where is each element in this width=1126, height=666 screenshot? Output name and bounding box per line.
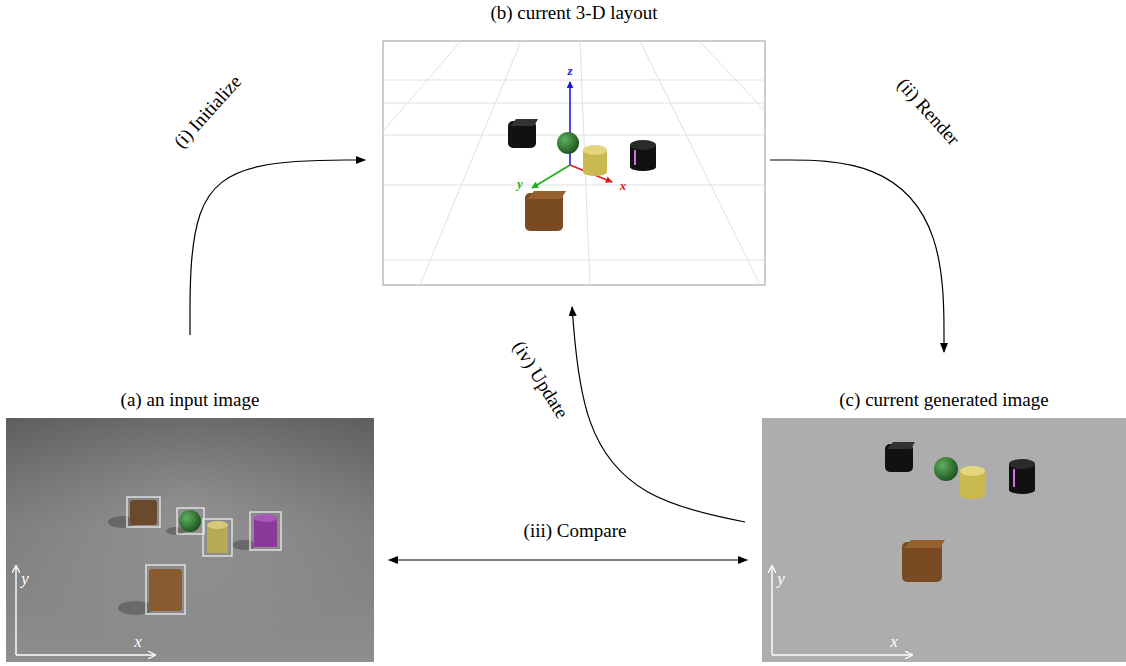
grid-line — [383, 41, 461, 285]
cylinder-top — [207, 521, 228, 529]
layout-panel-ground — [383, 41, 765, 285]
bounding-box — [146, 565, 185, 614]
grid-line — [699, 41, 765, 285]
highlight — [1013, 469, 1015, 487]
image-panel: (c) current generated image y x — [762, 388, 1126, 662]
step-label: (iv) Update — [508, 338, 572, 423]
panel-area — [762, 418, 1126, 662]
cylinder-top — [960, 466, 985, 476]
cube-top — [887, 442, 915, 449]
panel-caption: (a) an input image — [6, 388, 374, 411]
y-axis — [532, 165, 570, 188]
axis-label: z — [567, 64, 572, 77]
panel-area — [6, 418, 374, 662]
flow-arrow — [572, 307, 745, 522]
brown-cube — [130, 500, 157, 525]
render-ground — [762, 418, 1126, 662]
grid-line — [383, 185, 765, 186]
axis-label: x — [134, 633, 142, 650]
layout-objects — [508, 119, 656, 231]
render-objects — [885, 442, 1035, 582]
grid-line — [383, 103, 765, 104]
photo-ground — [6, 418, 374, 662]
shadow — [232, 540, 256, 550]
highlight — [634, 150, 636, 165]
cylinder-base — [960, 491, 985, 499]
yellow-cylinder — [207, 525, 228, 553]
axis-label: y — [517, 177, 523, 190]
cylinder-base — [1009, 486, 1035, 494]
cube-top — [527, 191, 566, 199]
cube-top — [510, 119, 538, 126]
bounding-box — [250, 512, 281, 550]
axis-label: x — [890, 633, 898, 650]
cylinder-top — [254, 514, 277, 522]
shadow — [118, 601, 154, 615]
green-sphere — [179, 510, 201, 532]
axis-label: x — [620, 179, 627, 192]
x-axis — [772, 654, 912, 655]
cylinder-base — [630, 163, 656, 171]
cylinder-top — [583, 145, 607, 155]
step-label: (i) Initialize — [170, 71, 246, 152]
panel-area — [383, 41, 765, 285]
bounding-box — [203, 519, 232, 556]
image-panel: (a) an input image y x — [6, 388, 374, 662]
purple-cylinder — [254, 518, 277, 547]
axis-label: y — [777, 570, 785, 587]
cylinder-base — [583, 168, 607, 176]
cylinder-top — [1009, 459, 1035, 469]
photo-light — [6, 418, 374, 662]
brown-cube — [149, 569, 182, 611]
grid-line — [420, 41, 521, 285]
detection-boxes — [127, 497, 281, 614]
grid-line — [383, 260, 765, 261]
cube-top — [904, 540, 945, 548]
step-label: (ii) Render — [893, 74, 964, 150]
photo-objects — [108, 497, 281, 615]
cylinder-top — [630, 140, 656, 150]
panel-caption: (c) current generated image — [762, 388, 1126, 411]
bounding-box — [127, 497, 160, 527]
step-label: (iii) Compare — [524, 521, 627, 542]
bounding-box — [177, 508, 204, 534]
y-axis — [15, 566, 16, 655]
ground-grid — [383, 41, 765, 285]
panel-caption: (b) current 3-D layout — [383, 0, 765, 24]
x-axis — [16, 654, 155, 655]
y-axis — [771, 566, 772, 655]
image-panel: (b) current 3-D layout z y x — [383, 0, 765, 285]
flow-arrow — [389, 559, 747, 560]
green-sphere — [557, 132, 579, 154]
axis-label: y — [21, 570, 29, 587]
green-sphere — [934, 457, 958, 481]
grid-line — [640, 41, 760, 285]
flow-arrow — [770, 160, 944, 352]
grid-line — [383, 80, 765, 81]
flow-arrow — [190, 160, 365, 335]
